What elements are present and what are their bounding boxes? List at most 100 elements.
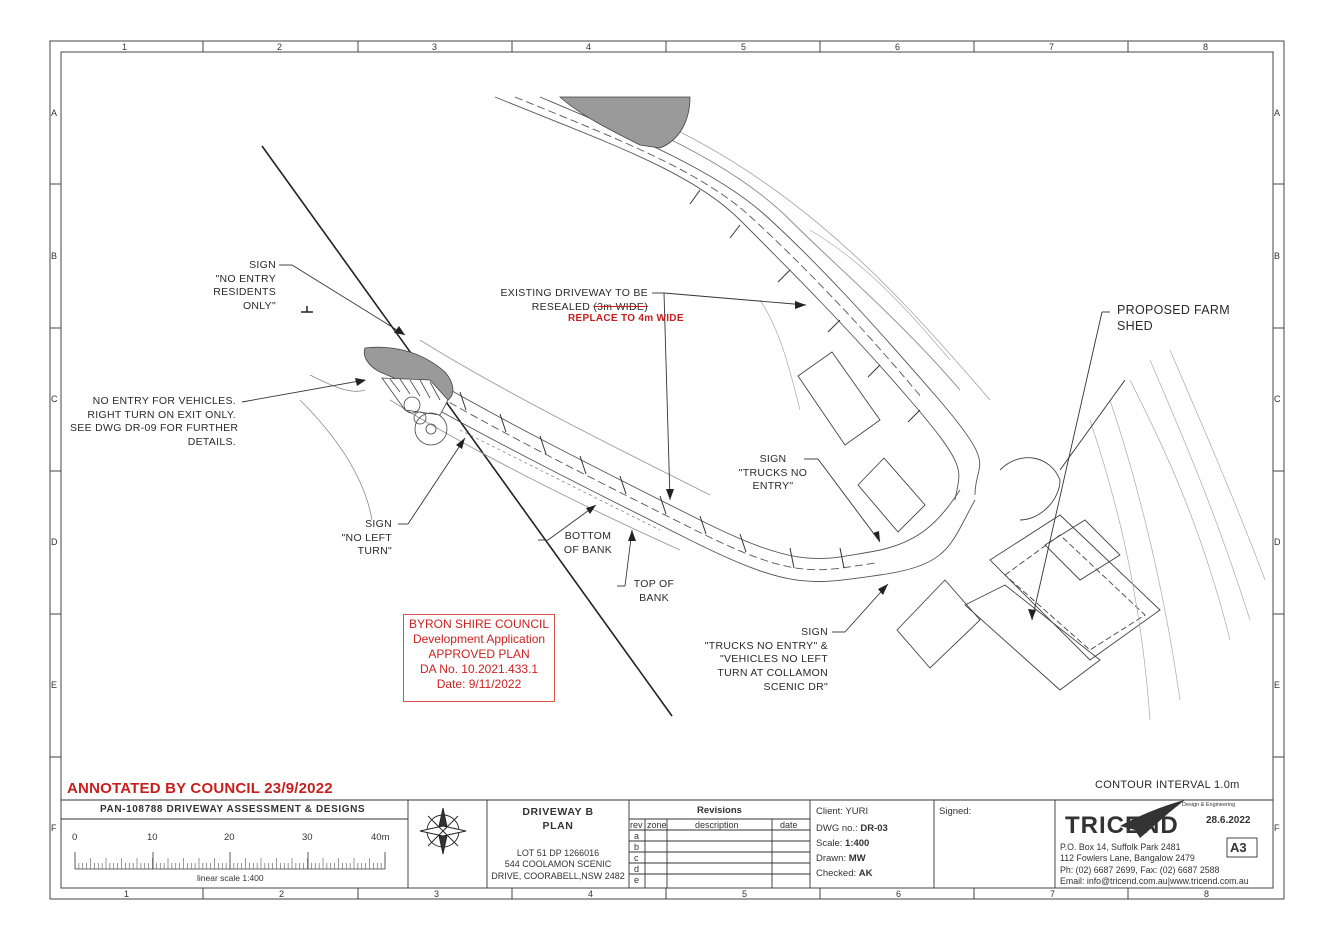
dwg-label: DWG no.: (816, 823, 858, 834)
callout-line: "TRUCKS NO ENTRY" & (704, 639, 828, 652)
callout-line: BANK (639, 591, 669, 604)
sign-no-left-turn-label: SIGN "NO LEFT TURN" (330, 518, 392, 559)
bottom-of-bank-label: BOTTOM OF BANK (560, 530, 616, 557)
address-line: Email: info@tricend.com.au|www.tricend.c… (1060, 876, 1249, 887)
struck-width: (3m WIDE) (593, 300, 648, 313)
callout-line: EXISTING DRIVEWAY TO BE (500, 287, 648, 299)
address-line: 112 Fowlers Lane, Bangalow 2479 (1060, 853, 1195, 864)
client-value: YURI (845, 806, 869, 817)
col-label: 1 (122, 42, 128, 52)
scale-tick-label: 30 (302, 832, 313, 843)
col-label: 2 (277, 42, 283, 52)
lot-details: LOT 51 DP 1266016 544 COOLAMON SCENIC DR… (487, 848, 629, 882)
council-annotation: ANNOTATED BY COUNCIL 23/9/2022 (67, 780, 333, 797)
drawing-title: DRIVEWAY B PLAN (487, 806, 629, 833)
client-label: Client: (816, 806, 843, 817)
row-label: A (51, 108, 58, 118)
callout-line: RESEALED (3m WIDE) (490, 301, 648, 315)
callout-line: PROPOSED FARM (1117, 303, 1230, 317)
col-label: 5 (741, 42, 747, 52)
callout-line: "NO ENTRY (215, 272, 276, 285)
row-label: E (1274, 680, 1281, 690)
row-label: C (51, 394, 58, 404)
callout-line: "NO LEFT (341, 531, 392, 544)
drawn-label: Drawn: (816, 853, 847, 864)
sign-trucks-no-entry-label: SIGN "TRUCKS NO ENTRY" (733, 453, 813, 494)
existing-driveway-label: EXISTING DRIVEWAY TO BE RESEALED (3m WID… (490, 287, 648, 314)
north-arrow-icon (425, 812, 461, 852)
col-label: 6 (896, 889, 902, 899)
company-logo: TRICEND (1065, 812, 1179, 839)
stamp-line: APPROVED PLAN (428, 647, 530, 661)
project-title: PAN-108788 DRIVEWAY ASSESSMENT & DESIGNS (100, 804, 366, 815)
row-label: B (1274, 251, 1281, 261)
rev-header: description (695, 820, 739, 830)
rev-header: date (780, 820, 798, 830)
row-label: F (1274, 823, 1280, 833)
row-label: F (51, 823, 57, 833)
address-line: P.O. Box 14, Suffolk Park 2481 (1060, 842, 1181, 852)
stamp-line: BYRON SHIRE COUNCIL (408, 617, 550, 631)
signed-label: Signed: (939, 806, 972, 817)
row-label: D (51, 537, 58, 547)
stamp-line: Date: 9/11/2022 (436, 677, 522, 691)
contour-interval-note: CONTOUR INTERVAL 1.0m (1095, 779, 1240, 791)
callout-line: NO ENTRY FOR VEHICLES. (92, 395, 236, 407)
callout-line: OF BANK (563, 543, 613, 556)
sign-no-entry-residents-label: SIGN "NO ENTRY RESIDENTS ONLY" (210, 259, 276, 314)
stamp-line: DA No. 10.2021.433.1 (419, 662, 539, 676)
callout-text: RESEALED (531, 300, 591, 313)
callout-line: TURN AT COLLAMON (717, 666, 828, 679)
callout-line: DETAILS. (187, 435, 236, 448)
rev-row-id: d (634, 864, 640, 874)
dwg-field: DWG no.: DR-03 (816, 823, 888, 834)
scale-caption: linear scale 1:400 (197, 873, 264, 883)
issue-date: 28.6.2022 (1206, 815, 1251, 826)
scale-tick-label: 10 (147, 832, 158, 843)
callout-line: SHED (1117, 319, 1153, 334)
rev-row-id: c (634, 853, 639, 863)
row-label: C (1274, 394, 1281, 404)
callout-line: BOTTOM (564, 530, 612, 542)
top-of-bank-label: TOP OF BANK (628, 578, 680, 605)
callout-line: "VEHICLES NO LEFT (719, 653, 828, 666)
lot-line: DRIVE, COORABELL,NSW 2482 (491, 870, 625, 881)
col-label: 7 (1049, 42, 1055, 52)
scale-value: 1:400 (845, 838, 870, 849)
callout-line: SIGN (759, 453, 787, 465)
client-field: Client: YURI (816, 806, 868, 817)
col-label: 1 (124, 889, 130, 899)
row-label: B (51, 251, 58, 261)
scale-tick-label: 20 (224, 832, 235, 843)
drawn-value: MW (848, 853, 866, 864)
col-label: 2 (279, 889, 285, 899)
col-label: 6 (895, 42, 901, 52)
callout-line: SCENIC DR" (763, 680, 828, 693)
drawn-field: Drawn: MW (816, 853, 866, 864)
callout-line: TURN" (357, 545, 392, 558)
proposed-farm-shed-label: PROPOSED FARM SHED (1117, 302, 1230, 335)
scale-tick-label: 40m (371, 832, 390, 843)
sheet-size: A3 (1230, 840, 1247, 855)
address-line: Ph: (02) 6687 2699, Fax: (02) 6687 2588 (1060, 864, 1220, 875)
rev-row-id: a (634, 831, 640, 841)
row-label: D (1274, 537, 1281, 547)
rev-row-id: e (634, 875, 640, 885)
company-address: P.O. Box 14, Suffolk Park 2481 112 Fowle… (1060, 842, 1249, 888)
col-label: 5 (742, 889, 748, 899)
callout-line: ENTRY" (752, 480, 794, 493)
council-approval-stamp: BYRON SHIRE COUNCIL Development Applicat… (403, 614, 555, 702)
col-label: 3 (432, 42, 438, 52)
col-label: 3 (434, 889, 440, 899)
col-label: 8 (1203, 42, 1209, 52)
callout-line: TOP OF (633, 578, 675, 590)
col-label: 4 (586, 42, 592, 52)
sign-trucks-vehicles-label: SIGN "TRUCKS NO ENTRY" & "VEHICLES NO LE… (700, 626, 828, 694)
col-label: 7 (1050, 889, 1056, 899)
callout-line: SEE DWG DR-09 FOR FURTHER (70, 422, 239, 435)
row-label: E (51, 680, 58, 690)
lot-line: 544 COOLAMON SCENIC (504, 859, 612, 870)
callout-line: RESIDENTS (213, 286, 276, 299)
company-tagline: Design & Engineering (1182, 802, 1236, 808)
dwg-value: DR-03 (860, 823, 888, 834)
